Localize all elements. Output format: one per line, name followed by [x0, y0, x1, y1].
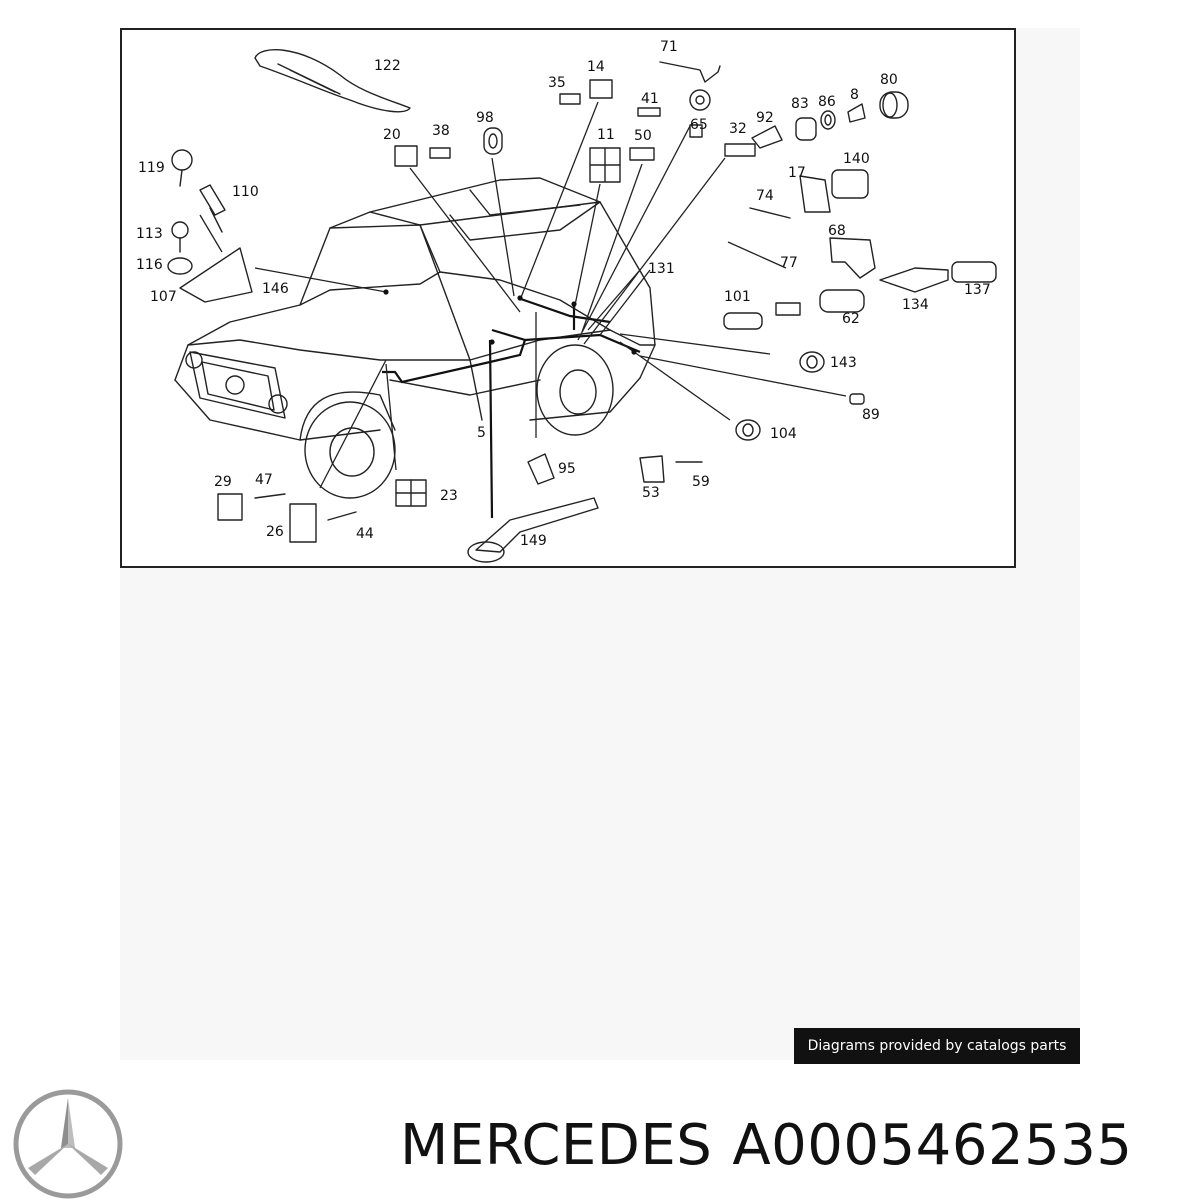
callout-5: 5: [477, 425, 486, 441]
callout-71: 71: [660, 39, 678, 55]
callout-113: 113: [136, 226, 163, 242]
callout-134: 134: [902, 297, 929, 313]
callout-107: 107: [150, 289, 177, 305]
leader-lines: [199, 101, 847, 489]
callout-8: 8: [850, 87, 859, 103]
callout-77: 77: [780, 255, 798, 271]
connection-dots: [383, 289, 637, 355]
callout-86: 86: [818, 94, 836, 110]
callout-116: 116: [136, 257, 163, 273]
product-title: MERCEDES A0005462535: [400, 1108, 1196, 1184]
callout-119: 119: [138, 160, 165, 176]
callout-122: 122: [374, 58, 401, 74]
callout-17: 17: [788, 165, 806, 181]
vehicle-drawing: [174, 177, 656, 499]
mercedes-star-icon: [13, 1089, 123, 1199]
callout-92: 92: [756, 110, 774, 126]
callout-53: 53: [642, 485, 660, 501]
callout-29: 29: [214, 474, 232, 490]
callout-146: 146: [262, 281, 289, 297]
callout-23: 23: [440, 488, 458, 504]
callout-50: 50: [634, 128, 652, 144]
callout-131: 131: [648, 261, 675, 277]
callout-89: 89: [862, 407, 880, 423]
callout-95: 95: [558, 461, 576, 477]
brand-name: MERCEDES: [400, 1113, 713, 1178]
callout-68: 68: [828, 223, 846, 239]
callout-110: 110: [232, 184, 259, 200]
diagram-frame: [120, 28, 1016, 568]
callout-140: 140: [843, 151, 870, 167]
parts: [167, 49, 997, 563]
callout-41: 41: [641, 91, 659, 107]
part-number: A0005462535: [732, 1113, 1133, 1178]
callout-74: 74: [756, 188, 774, 204]
callout-137: 137: [964, 282, 991, 298]
callout-80: 80: [880, 72, 898, 88]
callout-98: 98: [476, 110, 494, 126]
callout-32: 32: [729, 121, 747, 137]
callout-83: 83: [791, 96, 809, 112]
callout-44: 44: [356, 526, 374, 542]
callout-65: 65: [690, 117, 708, 133]
callout-20: 20: [383, 127, 401, 143]
callout-38: 38: [432, 123, 450, 139]
callout-104: 104: [770, 426, 797, 442]
callout-35: 35: [548, 75, 566, 91]
callout-11: 11: [597, 127, 615, 143]
callout-62: 62: [842, 311, 860, 327]
callout-101: 101: [724, 289, 751, 305]
callout-143: 143: [830, 355, 857, 371]
callout-149: 149: [520, 533, 547, 549]
callout-14: 14: [587, 59, 605, 75]
callout-59: 59: [692, 474, 710, 490]
callout-26: 26: [266, 524, 284, 540]
diagram-credit-banner: Diagrams provided by catalogs parts: [794, 1028, 1080, 1064]
callout-47: 47: [255, 472, 273, 488]
